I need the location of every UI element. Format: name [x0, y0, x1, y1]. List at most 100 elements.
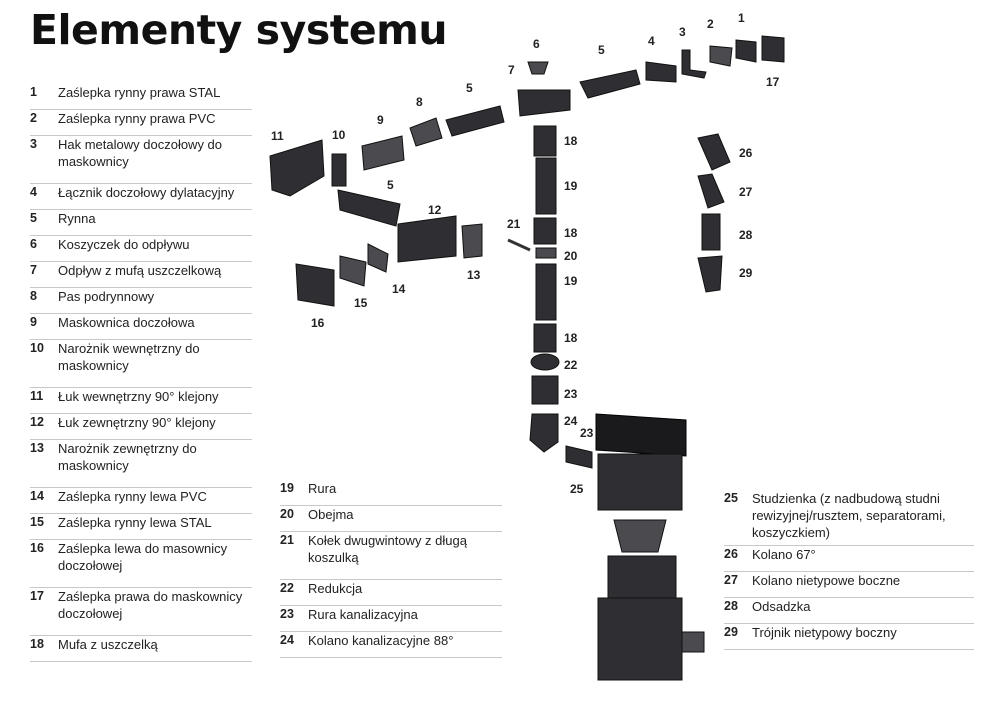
legend-label: Rynna [58, 211, 96, 226]
diagram-label-11: 11 [271, 129, 284, 143]
part-end-cap-pvc-left [367, 243, 389, 273]
diagram-label-14: 14 [392, 282, 406, 296]
part-elbow-side [697, 173, 725, 209]
legend-number: 25 [724, 491, 738, 505]
legend-number: 20 [280, 507, 294, 521]
part-fascia-end-cap-left [295, 263, 335, 307]
diagram-label-27: 27 [739, 185, 753, 199]
legend-number: 9 [30, 315, 37, 329]
legend-number: 23 [280, 607, 294, 621]
legend-label: Kołek dwugwintowy z długą koszulką [308, 533, 467, 565]
diagram-label-5a: 5 [598, 43, 605, 57]
diagram-label-13: 13 [467, 268, 481, 282]
legend-row: 27 Kolano nietypowe boczne [724, 572, 974, 598]
legend-number: 11 [30, 389, 44, 403]
legend-label: Studzienka (z nadbudową studni rewizyjne… [752, 491, 946, 540]
diagram-label-19a: 19 [564, 179, 578, 193]
legend-number: 7 [30, 263, 37, 277]
legend-number: 18 [30, 637, 44, 651]
legend-number: 13 [30, 441, 44, 455]
legend-label: Narożnik wewnętrzny do maskownicy [58, 341, 200, 373]
part-well-body-top [597, 453, 683, 511]
part-end-cap-pvc-right [735, 39, 757, 63]
part-drip-edge [409, 117, 443, 147]
legend-label: Koszyczek do odpływu [58, 237, 190, 252]
part-outer-bend [397, 215, 457, 263]
legend-number: 2 [30, 111, 37, 125]
diagram-label-2: 2 [707, 17, 714, 31]
legend-number: 6 [30, 237, 37, 251]
part-socket-1 [533, 125, 557, 157]
diagram-label-7: 7 [508, 63, 515, 77]
part-tee-side [697, 255, 723, 293]
legend-row: 2 Zaślepka rynny prawa PVC [30, 110, 252, 136]
legend-label: Kolano 67° [752, 547, 816, 562]
part-end-cap-pvc-right-2 [709, 45, 733, 67]
legend-number: 19 [280, 481, 294, 495]
part-reduction [530, 353, 560, 371]
legend-label: Zaślepka rynny prawa PVC [58, 111, 216, 126]
legend-row: 16 Zaślepka lewa do masownicy doczołowej [30, 540, 252, 588]
diagram-label-5c: 5 [387, 178, 394, 192]
diagram-label-22: 22 [564, 358, 578, 372]
legend-label: Mufa z uszczelką [58, 637, 158, 652]
legend-number: 27 [724, 573, 738, 587]
legend-label: Trójnik nietypowy boczny [752, 625, 897, 640]
legend-label: Zaślepka rynny lewa STAL [58, 515, 212, 530]
diagram-label-9: 9 [377, 113, 384, 127]
legend-number: 17 [30, 589, 44, 603]
legend-number: 28 [724, 599, 738, 613]
legend-label: Kolano kanalizacyjne 88° [308, 633, 454, 648]
legend-label: Maskownica doczołowa [58, 315, 195, 330]
legend-row: 18 Mufa z uszczelką [30, 636, 252, 662]
diagram-label-23a: 23 [564, 387, 578, 401]
diagram-label-10: 10 [332, 128, 346, 142]
part-pipe-2 [535, 263, 557, 321]
part-outlet-basket [527, 61, 549, 75]
legend-label: Łuk zewnętrzny 90° klejony [58, 415, 216, 430]
legend-number: 10 [30, 341, 44, 355]
legend-row: 6 Koszyczek do odpływu [30, 236, 252, 262]
part-socket-3 [533, 323, 557, 353]
diagram-label-8: 8 [416, 95, 423, 109]
diagram-label-6: 6 [533, 37, 540, 51]
legend-row: 13 Narożnik zewnętrzny do maskownicy [30, 440, 252, 488]
legend-label: Redukcja [308, 581, 363, 596]
legend-number: 14 [30, 489, 44, 503]
part-gutter-lower [337, 189, 401, 227]
diagram-label-18a: 18 [564, 134, 578, 148]
legend-number: 15 [30, 515, 44, 529]
diagram-label-17: 17 [766, 75, 780, 89]
part-elbow-67 [697, 133, 731, 171]
part-well-grate [595, 413, 687, 457]
legend-number: 16 [30, 541, 44, 555]
legend-number: 3 [30, 137, 37, 151]
legend-row: 10 Narożnik wewnętrzny do maskownicy [30, 340, 252, 388]
diagram-label-15: 15 [354, 296, 368, 310]
diagram-label-28: 28 [739, 228, 753, 242]
part-expansion-connector [645, 61, 677, 83]
part-inner-bend [269, 139, 325, 197]
legend-label: Odpływ z mufą uszczelkową [58, 263, 222, 278]
diagram-label-26: 26 [739, 146, 753, 160]
legend-label: Narożnik zewnętrzny do maskownicy [58, 441, 197, 473]
legend-label: Zaślepka lewa do masownicy doczołowej [58, 541, 228, 573]
legend-label: Kolano nietypowe boczne [752, 573, 901, 588]
diagram-label-1: 1 [738, 11, 745, 25]
part-well-body-bottom [597, 597, 683, 681]
part-socket-2 [533, 217, 557, 245]
legend-number: 26 [724, 547, 738, 561]
